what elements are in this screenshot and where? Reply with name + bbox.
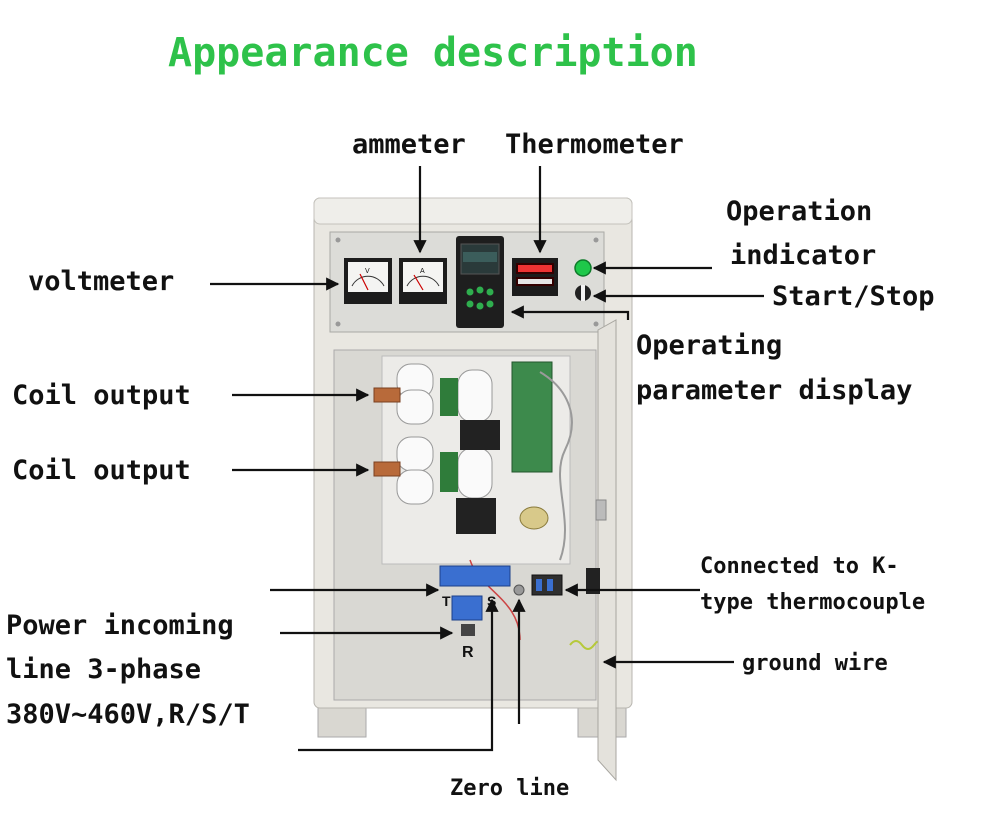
label-ground-wire: ground wire (742, 651, 888, 676)
ammeter-gauge: A (399, 258, 447, 304)
cabinet-foot-left (317, 704, 367, 738)
coil-output-bar-upper (373, 387, 401, 403)
zero-line-terminal (513, 584, 525, 596)
capacitor-stack-upper (396, 363, 493, 425)
label-ammeter: ammeter (352, 129, 466, 160)
label-operating-parameter-line2: parameter display (636, 375, 912, 406)
label-coil-output-2: Coil output (12, 455, 191, 486)
voltmeter-unit-letter: V (365, 268, 370, 275)
control-board (511, 361, 553, 473)
label-operation-indicator-line2: indicator (730, 240, 876, 271)
wiring-harness (539, 371, 573, 561)
label-coil-output-1: Coil output (12, 380, 191, 411)
panel-screw (335, 237, 341, 243)
door-hinge (595, 499, 607, 521)
operation-indicator-lamp (574, 259, 592, 277)
capacitor-stack-lower (396, 436, 493, 505)
coil-output-bar-lower (373, 461, 401, 477)
label-k-thermocouple-line2: type thermocouple (700, 590, 925, 615)
label-power-incoming-line1: Power incoming (6, 610, 234, 641)
label-operating-parameter-line1: Operating (636, 330, 782, 361)
label-voltmeter: voltmeter (28, 266, 174, 297)
label-start-stop: Start/Stop (772, 281, 935, 312)
voltmeter-gauge: V (344, 258, 392, 304)
induction-heater-cabinet: V A (313, 197, 633, 782)
arrow-terminal-s (298, 598, 499, 752)
heatsink-upper (460, 420, 500, 450)
label-operation-indicator-line1: Operation (726, 196, 872, 227)
page-title: Appearance description (168, 30, 698, 76)
label-thermometer: Thermometer (505, 129, 684, 160)
heatsink-lower (456, 498, 496, 534)
driver-board-lower (440, 452, 458, 492)
ammeter-unit-letter: A (420, 268, 425, 275)
panel-screw (593, 321, 599, 327)
label-power-incoming-line3: 380V~460V,R/S/T (6, 699, 250, 730)
current-transformer (519, 506, 549, 530)
leader-arrows (210, 166, 764, 752)
terminal-label-t: T (442, 593, 451, 609)
label-k-thermocouple-line1: Connected to K- (700, 554, 899, 579)
temperature-controller (512, 258, 558, 296)
cabinet-top-edge (313, 197, 633, 225)
panel-screw (335, 321, 341, 327)
parameter-display-unit (456, 236, 504, 328)
power-terminal-block (439, 565, 511, 636)
arrow-parameter-display (510, 305, 630, 320)
driver-board-upper (440, 378, 458, 416)
cabinet-door (597, 319, 617, 782)
panel-screw (593, 237, 599, 243)
door-latch (586, 568, 600, 594)
start-stop-switch (575, 285, 591, 301)
label-power-incoming-line2: line 3-phase (6, 654, 201, 685)
label-zero-line: Zero line (450, 776, 569, 801)
terminal-label-r: R (462, 644, 474, 661)
